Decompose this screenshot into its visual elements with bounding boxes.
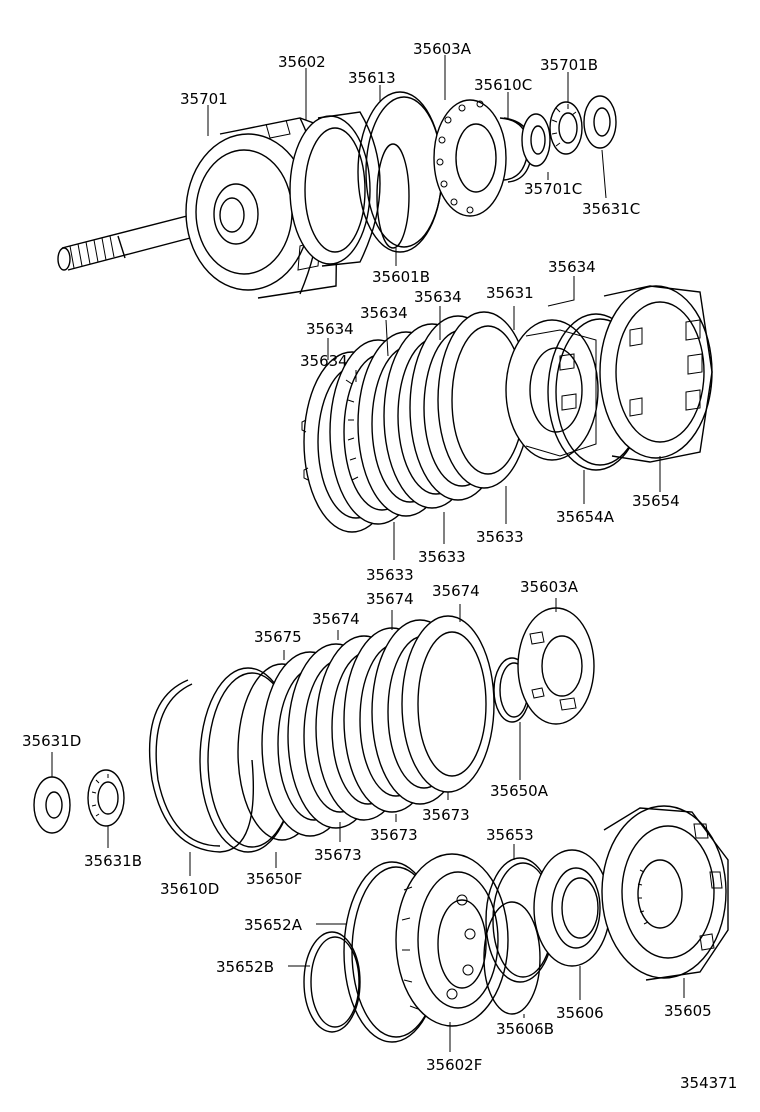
seal-ring-35652B xyxy=(303,931,361,1033)
label-35606: 35606 xyxy=(556,1004,604,1022)
hub-35631 xyxy=(505,319,599,461)
washer-35631D xyxy=(33,776,71,834)
drum-35605 xyxy=(601,805,729,981)
label-35673-c: 35673 xyxy=(422,806,470,824)
label-35633-a: 35633 xyxy=(476,528,524,546)
label-35654A: 35654A xyxy=(556,508,615,526)
label-35650F: 35650F xyxy=(246,870,302,888)
label-35634-e: 35634 xyxy=(300,352,348,370)
part-labels: 35701 35602 35613 35603A 35610C 35701B 3… xyxy=(22,40,737,1092)
label-35701C: 35701C xyxy=(524,180,582,198)
label-35603A-top: 35603A xyxy=(413,40,472,58)
label-35674-c: 35674 xyxy=(432,582,480,600)
label-35610D: 35610D xyxy=(160,880,219,898)
label-35631D: 35631D xyxy=(22,732,81,750)
label-35654: 35654 xyxy=(632,492,680,510)
return-spring-35603A-top xyxy=(433,99,507,217)
leader-lines xyxy=(51,55,685,1052)
label-35633-b: 35633 xyxy=(418,548,466,566)
clutch-pack-upper xyxy=(301,311,531,533)
label-35634-a: 35634 xyxy=(548,258,596,276)
bearing-35701B xyxy=(549,101,583,155)
label-35613: 35613 xyxy=(348,69,396,87)
label-35602: 35602 xyxy=(278,53,326,71)
label-35631: 35631 xyxy=(486,284,534,302)
washer-35631C xyxy=(583,95,617,149)
label-35634-b: 35634 xyxy=(414,288,462,306)
label-35650A: 35650A xyxy=(490,782,549,800)
label-35674-b: 35674 xyxy=(366,590,414,608)
label-35605: 35605 xyxy=(664,1002,712,1020)
drum-35654 xyxy=(599,285,713,463)
label-35652A: 35652A xyxy=(244,916,303,934)
return-spring-35603A-mid xyxy=(517,607,595,725)
seal-35601B xyxy=(376,143,410,249)
clutch-pack-lower xyxy=(237,615,495,841)
label-35701B: 35701B xyxy=(540,56,598,74)
race-35701C xyxy=(521,113,551,167)
diagram-reference-number: 354371 xyxy=(680,1074,737,1092)
label-35653: 35653 xyxy=(486,826,534,844)
label-35674-a: 35674 xyxy=(312,610,360,628)
seal-ring-35606B xyxy=(483,901,541,1015)
label-35673-b: 35673 xyxy=(370,826,418,844)
label-35633-c: 35633 xyxy=(366,566,414,584)
label-35652B: 35652B xyxy=(216,958,274,976)
label-35601B: 35601B xyxy=(372,268,430,286)
label-35701: 35701 xyxy=(180,90,228,108)
label-35634-c: 35634 xyxy=(360,304,408,322)
piston-35602 xyxy=(289,111,381,267)
piston-35606 xyxy=(533,849,611,967)
piston-35602F xyxy=(395,853,509,1027)
label-35631C: 35631C xyxy=(582,200,640,218)
label-35675: 35675 xyxy=(254,628,302,646)
label-35603A-mid: 35603A xyxy=(520,578,579,596)
seal-ring-35613 xyxy=(357,91,443,253)
label-35606B: 35606B xyxy=(496,1020,554,1038)
label-35631B: 35631B xyxy=(84,852,142,870)
label-35610C: 35610C xyxy=(474,76,532,94)
snap-ring-35610D xyxy=(148,679,255,853)
label-35673-a: 35673 xyxy=(314,846,362,864)
bearing-35631B xyxy=(87,769,125,827)
label-35634-d: 35634 xyxy=(306,320,354,338)
label-35602F: 35602F xyxy=(426,1056,482,1074)
